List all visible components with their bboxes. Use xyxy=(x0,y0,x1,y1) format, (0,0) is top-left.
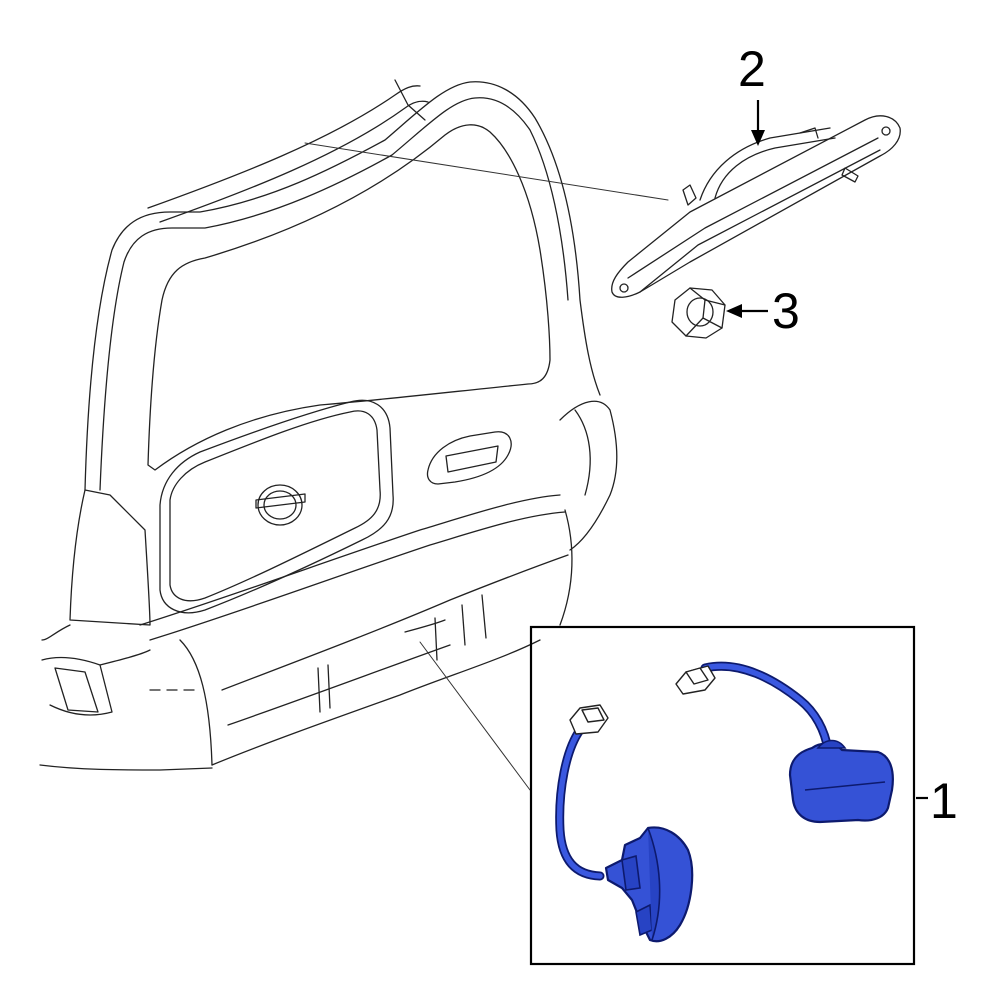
vehicle-rear-outline xyxy=(39,79,669,791)
callout-3: 3 xyxy=(726,283,800,339)
callout-label-1: 1 xyxy=(930,773,958,829)
callout-1: 1 xyxy=(916,773,958,829)
high-mount-stop-lamp xyxy=(611,115,901,298)
license-lamp-left xyxy=(555,704,694,943)
license-lamp-right xyxy=(675,661,894,824)
callout-2: 2 xyxy=(738,41,766,146)
detail-box xyxy=(529,625,916,966)
nut xyxy=(671,287,726,339)
callout-label-3: 3 xyxy=(772,283,800,339)
callout-label-2: 2 xyxy=(738,41,766,97)
